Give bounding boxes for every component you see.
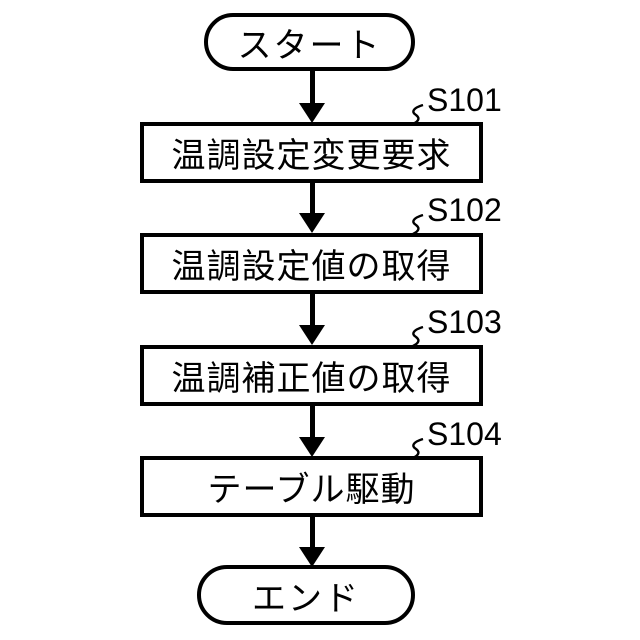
process-label: 温調設定値の取得 [171,248,452,286]
arrow-shaft [309,517,315,550]
step-id-s104: S104 [427,416,502,452]
arrow-shaft [309,406,315,440]
flow-arrow [299,70,325,123]
process-label: 温調設定変更要求 [171,137,452,175]
process-box-s103: 温調補正値の取得 [140,345,483,406]
arrow-head-icon [299,547,325,567]
end-label: エンド [252,579,360,618]
arrow-shaft [309,70,315,106]
arrow-shaft [309,294,315,328]
arrow-head-icon [299,437,325,457]
arrow-shaft [309,183,315,216]
process-label: テーブル駆動 [207,471,416,509]
step-id-s102: S102 [427,192,502,228]
flow-arrow [299,294,325,345]
start-terminal: スタート [204,13,415,71]
flow-arrow [299,183,325,233]
leader-squiggle-icon [412,438,424,458]
start-label: スタート [237,26,382,65]
step-id-s103: S103 [427,304,502,340]
end-terminal: エンド [197,565,415,625]
flow-arrow [299,517,325,567]
arrow-head-icon [299,325,325,345]
process-box-s102: 温調設定値の取得 [140,233,483,294]
process-box-s104: テーブル駆動 [140,456,483,517]
step-id-s101: S101 [427,82,502,118]
arrow-head-icon [299,213,325,233]
process-label: 温調補正値の取得 [171,360,452,398]
leader-squiggle-icon [412,214,424,234]
arrow-head-icon [299,103,325,123]
leader-squiggle-icon [412,104,424,124]
process-box-s101: 温調設定変更要求 [140,122,483,183]
leader-squiggle-icon [412,326,424,346]
flow-arrow [299,406,325,457]
